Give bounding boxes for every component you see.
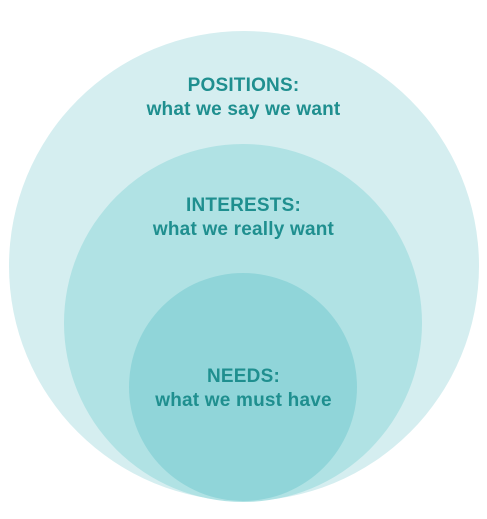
positions-title: POSITIONS: bbox=[187, 75, 300, 96]
needs-label: NEEDS: what we must have bbox=[0, 365, 487, 413]
needs-title: NEEDS: bbox=[207, 366, 280, 387]
positions-subtitle: what we say we want bbox=[146, 99, 341, 120]
positions-label: POSITIONS: what we say we want bbox=[0, 74, 487, 122]
needs-subtitle: what we must have bbox=[155, 390, 332, 411]
needs-circle bbox=[129, 273, 357, 501]
interests-subtitle: what we really want bbox=[152, 219, 335, 240]
interests-title: INTERESTS: bbox=[186, 195, 301, 216]
interests-label: INTERESTS: what we really want bbox=[0, 194, 487, 242]
